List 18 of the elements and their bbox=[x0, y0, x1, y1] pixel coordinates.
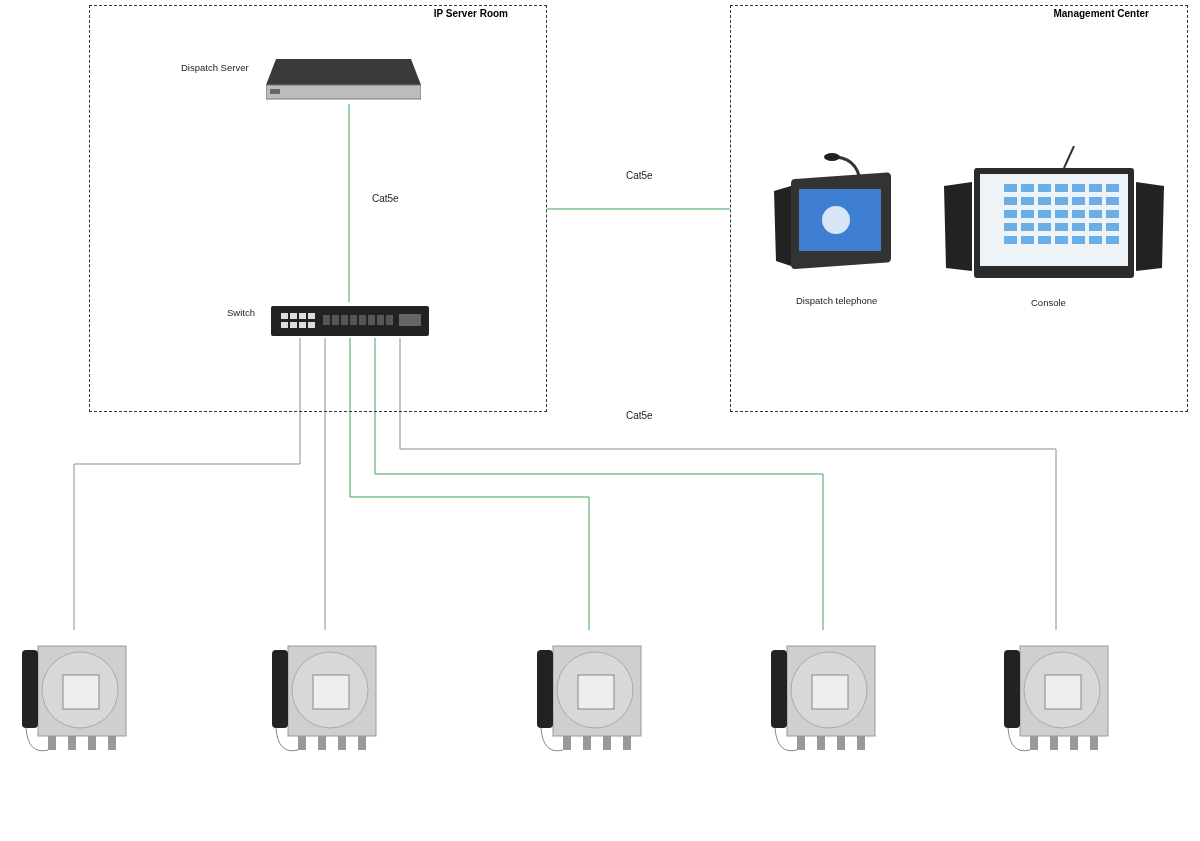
cable-line bbox=[73, 337, 301, 631]
device-label: Switch bbox=[227, 307, 255, 318]
device-label: Dispatch Server bbox=[181, 62, 249, 73]
cable-line bbox=[324, 337, 326, 631]
zone-title: Management Center bbox=[1053, 8, 1149, 19]
device-label: Dispatch telephone bbox=[796, 295, 878, 306]
cable-line bbox=[348, 103, 350, 303]
dashed-zone-frame bbox=[730, 5, 1188, 412]
device-label: Console bbox=[1031, 297, 1066, 308]
cable-line bbox=[546, 208, 731, 210]
cable-line bbox=[399, 337, 1057, 631]
cable-line bbox=[349, 337, 590, 631]
edge-label: Cat5e bbox=[370, 193, 401, 204]
zone-title: IP Server Room bbox=[433, 8, 508, 19]
cable-note: Cat5e bbox=[624, 410, 655, 421]
dashed-zone-frame bbox=[89, 5, 547, 412]
cable-line bbox=[374, 337, 824, 631]
edge-label: Cat5e bbox=[624, 170, 655, 181]
